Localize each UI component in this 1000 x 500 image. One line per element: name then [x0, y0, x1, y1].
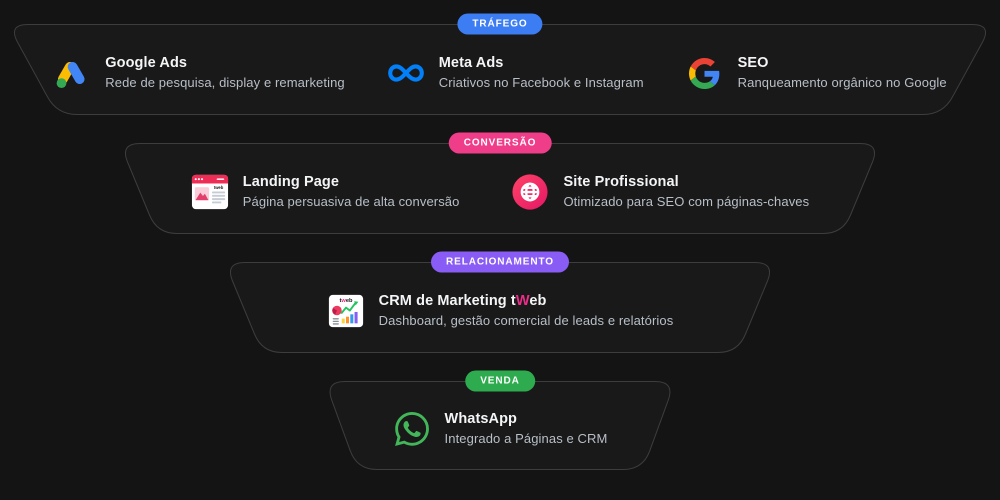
funnel-item-crm-tweb: tweb CRM de Market	[327, 292, 674, 330]
item-title: WhatsApp	[444, 411, 518, 428]
svg-text:tweb: tweb	[214, 185, 224, 190]
tweb-highlight: W	[515, 293, 530, 310]
funnel-item-seo: SEO Ranqueamento orgânico no Google	[686, 54, 947, 92]
item-title: Site Profissional	[563, 174, 679, 191]
tier-badge-trafego: TRÁFEGO	[457, 13, 543, 35]
funnel-tier-trafego: TRÁFEGO Google Ads Rede de pesquisa, dis…	[8, 13, 992, 115]
meta-icon	[387, 54, 425, 92]
tier-badge-venda: VENDA	[465, 370, 535, 392]
funnel-item-meta-ads: Meta Ads Criativos no Facebook e Instagr…	[387, 54, 644, 92]
item-title: Landing Page	[242, 174, 340, 191]
item-subtitle: Rede de pesquisa, display e remarketing	[105, 74, 345, 90]
item-subtitle: Dashboard, gestão comercial de leads e r…	[378, 312, 674, 328]
funnel-item-landing-page: tweb Landing Page Página persuasiva de a…	[191, 173, 460, 211]
item-subtitle: Página persuasiva de alta conversão	[242, 193, 460, 209]
svg-text:tweb: tweb	[339, 298, 353, 304]
funnel-tier-venda: VENDA WhatsApp Integrado a Páginas e CRM	[325, 370, 675, 470]
funnel-tier-conversao: CONVERSÃO tweb	[120, 132, 880, 234]
item-title: CRM de Marketing tWeb	[378, 293, 547, 310]
google-ads-icon	[53, 54, 91, 92]
item-title: SEO	[737, 55, 769, 72]
funnel-tier-relacionamento: RELACIONAMENTO tweb	[225, 251, 775, 353]
item-subtitle: Otimizado para SEO com páginas-chaves	[563, 193, 810, 209]
funnel-item-google-ads: Google Ads Rede de pesquisa, display e r…	[53, 54, 345, 92]
item-subtitle: Criativos no Facebook e Instagram	[438, 74, 644, 90]
landing-page-icon: tweb	[191, 173, 229, 211]
crm-dashboard-icon: tweb	[327, 292, 365, 330]
item-subtitle: Integrado a Páginas e CRM	[444, 430, 608, 446]
globe-icon	[511, 173, 549, 211]
item-title: Google Ads	[105, 55, 188, 72]
funnel-item-site-profissional: Site Profissional Otimizado para SEO com…	[511, 173, 809, 211]
whatsapp-icon	[393, 410, 431, 448]
tier-badge-conversao: CONVERSÃO	[448, 132, 552, 154]
tier-badge-relacionamento: RELACIONAMENTO	[431, 251, 569, 273]
item-title: Meta Ads	[438, 55, 504, 72]
funnel-item-whatsapp: WhatsApp Integrado a Páginas e CRM	[393, 410, 608, 448]
item-subtitle: Ranqueamento orgânico no Google	[737, 74, 947, 90]
google-g-icon	[686, 54, 724, 92]
